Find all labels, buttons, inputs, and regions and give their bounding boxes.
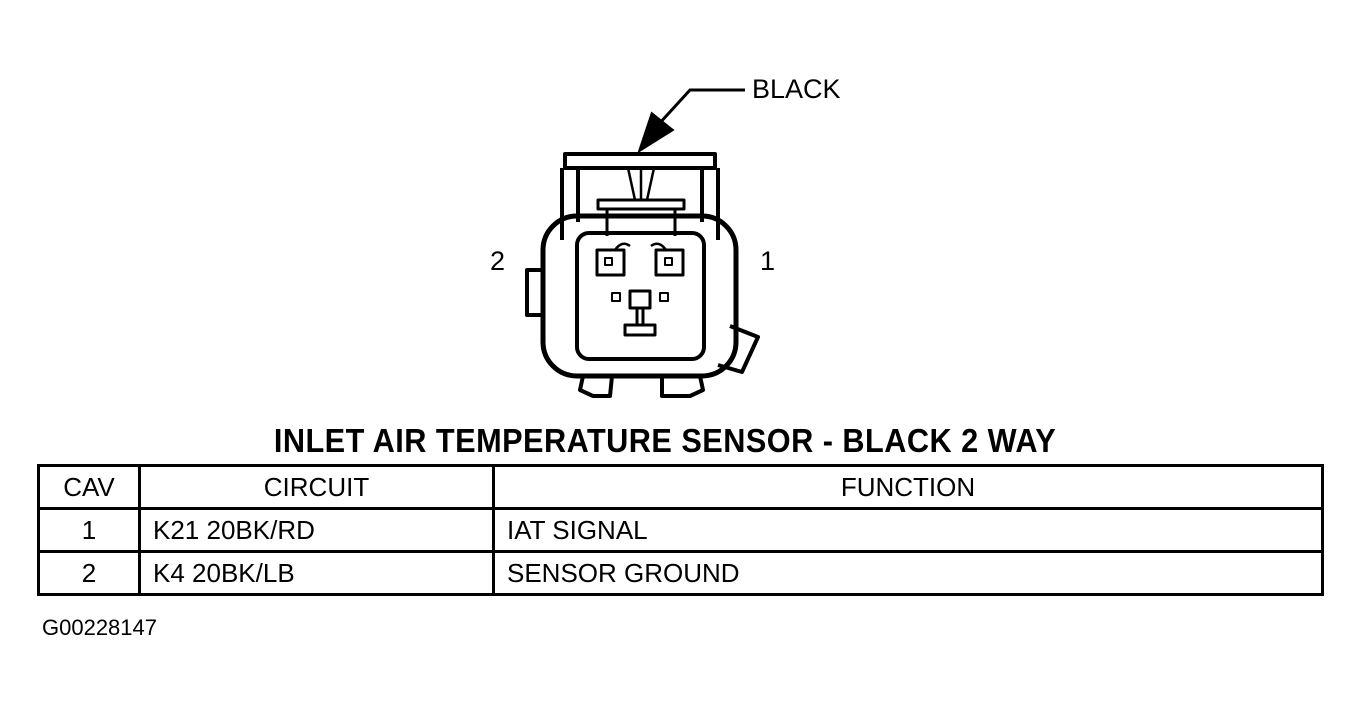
cav-cell: 2 <box>37 550 141 596</box>
circuit-cell: K21 20BK/RD <box>138 507 495 553</box>
connector-body <box>525 152 760 398</box>
circuit-cell: K4 20BK/LB <box>138 550 495 596</box>
function-cell: IAT SIGNAL <box>492 507 1324 553</box>
function-cell: SENSOR GROUND <box>492 550 1324 596</box>
table-row: 1 K21 20BK/RD IAT SIGNAL <box>37 507 1324 553</box>
header-function: FUNCTION <box>492 464 1324 510</box>
color-callout-label: BLACK <box>752 74 841 104</box>
cav-cell: 1 <box>37 507 141 553</box>
connector-diagram: BLACK <box>490 74 841 398</box>
header-cav: CAV <box>37 464 141 510</box>
pinout-table: CAV CIRCUIT FUNCTION 1 K21 20BK/RD IAT S… <box>37 464 1324 596</box>
diagram-title: INLET AIR TEMPERATURE SENSOR - BLACK 2 W… <box>273 422 1057 459</box>
cavity-label-right: 1 <box>760 246 775 276</box>
callout-arrow <box>637 88 745 154</box>
cavity-label-left: 2 <box>490 246 505 276</box>
header-circuit: CIRCUIT <box>138 464 495 510</box>
table-header-row: CAV CIRCUIT FUNCTION <box>37 464 1324 510</box>
table-row: 2 K4 20BK/LB SENSOR GROUND <box>37 550 1324 596</box>
figure-id: G00228147 <box>42 615 157 640</box>
